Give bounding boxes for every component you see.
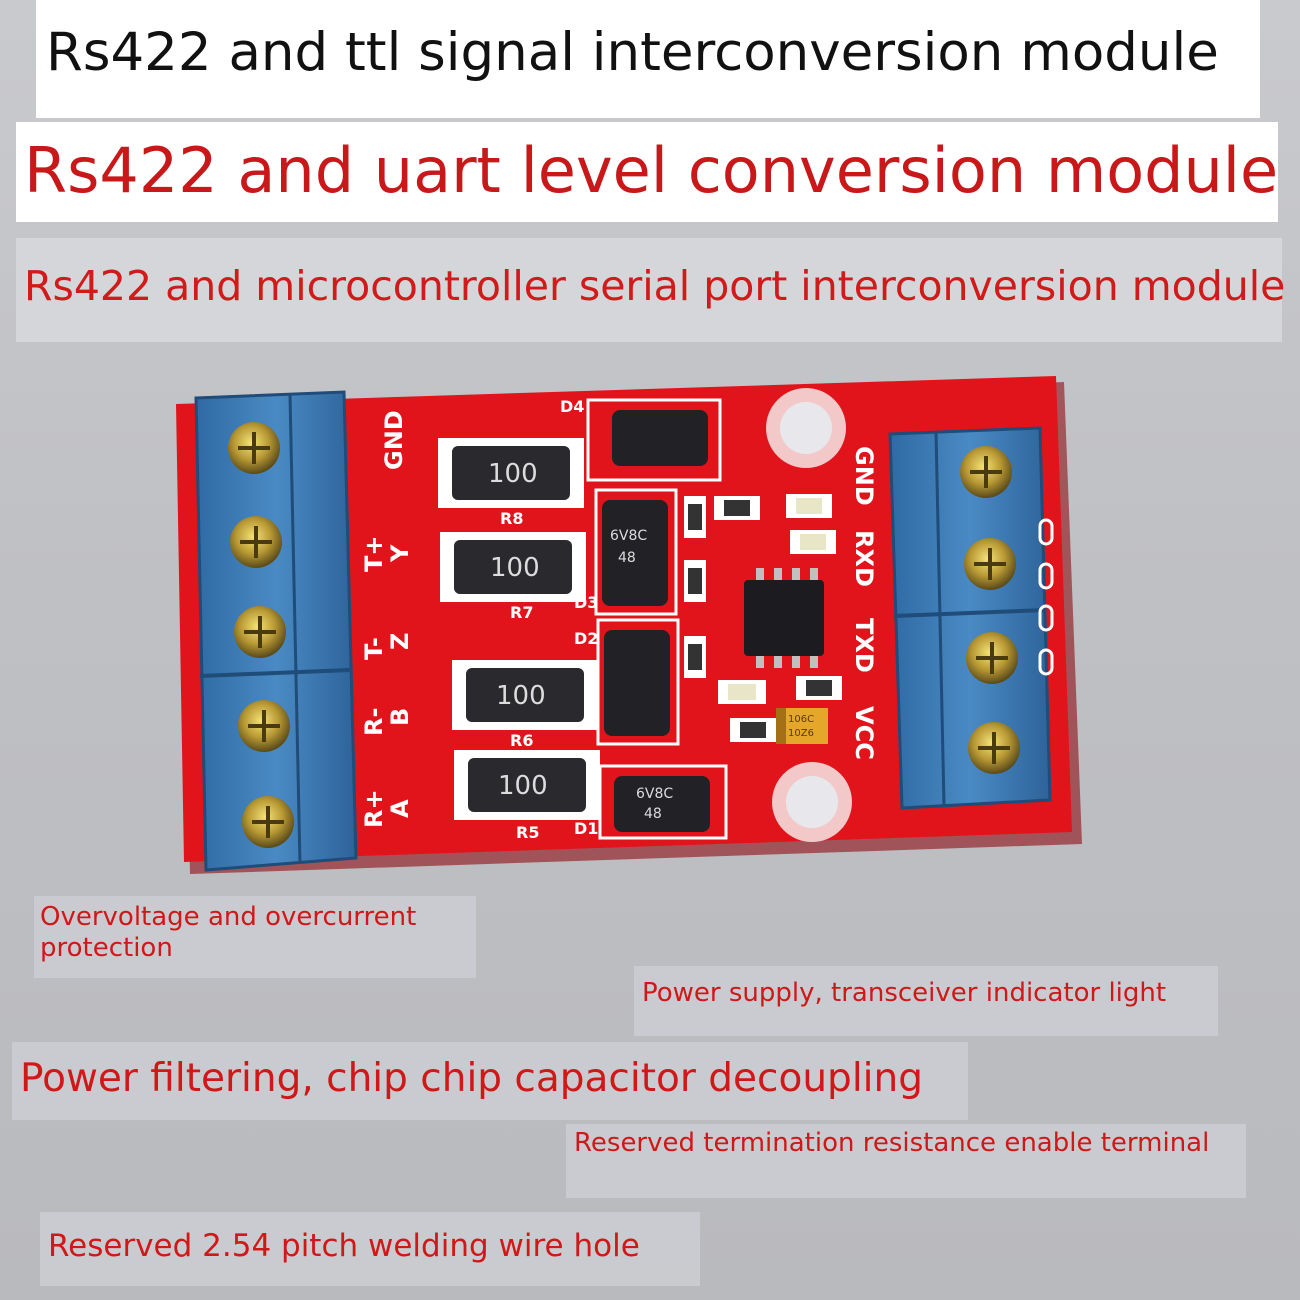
title-banner-2: Rs422 and uart level conversion module [16, 122, 1278, 222]
left-pin-labels: GND [380, 410, 408, 470]
resistor-ref: R8 [500, 509, 523, 528]
left-terminal-block [194, 390, 358, 872]
pin-label-txd: TXD [850, 618, 878, 673]
resistor-value: 100 [488, 459, 538, 489]
pin-label-r-plus: R+ [360, 789, 388, 828]
pin-label-z: Z [386, 633, 414, 650]
pin-label-t-plus: T+ [360, 536, 388, 572]
pin-label-gnd-left: GND [380, 410, 408, 470]
resistor-r6: 100 R6 [452, 660, 598, 750]
capacitor-mark: 106C [788, 714, 814, 725]
resistor-ref: R6 [510, 731, 533, 750]
terminal-screw [242, 796, 294, 848]
pin-label-gnd-right: GND [850, 446, 878, 506]
terminal-screw [228, 422, 280, 474]
title-uart-conversion: Rs422 and uart level conversion module [24, 134, 1279, 207]
diode-ref: D4 [560, 397, 584, 416]
diode-ref: D1 [574, 819, 598, 838]
pin-label-vcc: VCC [850, 706, 878, 760]
terminal-screw [968, 722, 1020, 774]
pin-header-holes [1038, 518, 1054, 676]
resistor-ref: R7 [510, 603, 533, 622]
resistor-ref: R5 [516, 823, 539, 842]
title-banner-1: Rs422 and ttl signal interconversion mod… [36, 0, 1260, 118]
mounting-hole [772, 762, 852, 842]
tantalum-capacitor: 106C 10Z6 [776, 708, 828, 744]
resistor-r5: 100 R5 [454, 750, 600, 842]
capacitor-mark: 10Z6 [788, 728, 814, 739]
diode-mark: 48 [618, 550, 636, 566]
transceiver-ic-chip [744, 568, 824, 668]
pin-label-rxd: RXD [850, 530, 878, 587]
diode-ref: D3 [574, 593, 598, 612]
diode-d1: 6V8C 48 D1 [574, 764, 728, 840]
right-terminal-block [888, 426, 1052, 810]
label-power-filtering: Power filtering, chip chip capacitor dec… [12, 1042, 968, 1120]
resistor-value: 100 [498, 771, 548, 801]
diode-mark: 6V8C [610, 528, 647, 544]
terminal-screw [966, 632, 1018, 684]
resistor-value: 100 [496, 681, 546, 711]
label-overvoltage-protection: Overvoltage and overcurrent protection [34, 896, 476, 978]
label-indicator-light: Power supply, transceiver indicator ligh… [634, 966, 1218, 1036]
terminal-screw [964, 538, 1016, 590]
title-banner-3: Rs422 and microcontroller serial port in… [16, 238, 1286, 342]
smd-components [684, 494, 842, 742]
pin-label-a: A [386, 799, 414, 818]
terminal-screw [238, 700, 290, 752]
diode-d4: D4 [560, 397, 722, 482]
title-ttl-conversion: Rs422 and ttl signal interconversion mod… [46, 22, 1219, 83]
label-welding-wire-hole: Reserved 2.54 pitch welding wire hole [40, 1212, 700, 1286]
resistor-r7: 100 R7 [440, 532, 586, 622]
terminal-screw [234, 606, 286, 658]
pin-label-t-minus: T- [360, 637, 388, 660]
diode-mark: 48 [644, 806, 662, 822]
diode-d2: D2 [574, 618, 680, 746]
pin-label-r-minus: R- [360, 708, 388, 736]
terminal-screw [960, 446, 1012, 498]
diode-mark: 6V8C [636, 786, 673, 802]
mounting-hole [766, 388, 846, 468]
title-mcu-conversion: Rs422 and microcontroller serial port in… [24, 262, 1286, 310]
terminal-screw [230, 516, 282, 568]
resistor-value: 100 [490, 553, 540, 583]
diode-d3: 6V8C 48 D3 [574, 488, 678, 616]
pin-label-b: B [386, 708, 414, 726]
resistor-r8: 100 R8 [438, 438, 584, 528]
pin-label-y: Y [386, 544, 414, 563]
label-termination-resistance: Reserved termination resistance enable t… [566, 1124, 1246, 1198]
diode-ref: D2 [574, 629, 598, 648]
